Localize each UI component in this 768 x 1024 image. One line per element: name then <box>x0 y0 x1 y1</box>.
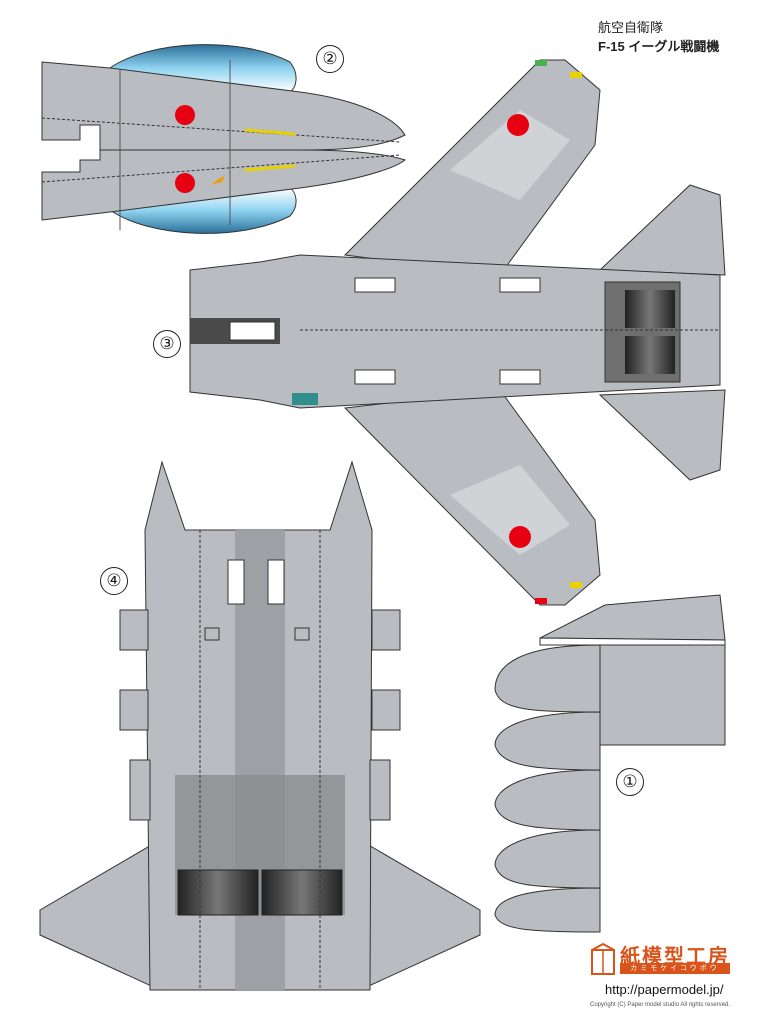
lobe-4 <box>494 829 601 889</box>
brand-logo: 紙模型工房 カミモケイコウボウ <box>590 940 730 976</box>
part-number-4: ④ <box>100 567 128 595</box>
lobe-5 <box>494 887 601 933</box>
hinomaru-lower <box>175 173 195 193</box>
right-nozzle <box>261 869 343 916</box>
part1-base <box>599 644 726 746</box>
part-number-3: ③ <box>153 330 181 358</box>
title-line-2: F-15 イーグル戦闘機 <box>598 39 720 54</box>
upper-tail <box>598 184 726 276</box>
brand-logo-sub: カミモケイコウボウ <box>620 963 730 974</box>
hinomaru-wing-lower <box>509 526 531 548</box>
logo-mark-icon <box>591 942 615 975</box>
hinomaru-upper <box>175 105 195 125</box>
hinomaru-wing-upper <box>507 114 529 136</box>
lobe-3 <box>494 769 601 831</box>
fuselage-body <box>189 254 721 409</box>
copyright-text: Copyright (C) Paper model studio All rig… <box>590 1002 731 1008</box>
lower-nose-panel <box>41 149 407 221</box>
part3-fuselage-wings <box>189 59 726 606</box>
part-number-1: ① <box>616 768 644 796</box>
lobe-1 <box>494 644 601 713</box>
lower-tail <box>598 389 726 481</box>
part4-lower-fuselage <box>39 460 481 991</box>
site-url-link[interactable]: http://papermodel.jp/ <box>605 982 724 997</box>
part1-roll-parts <box>494 594 726 933</box>
left-nozzle <box>177 869 259 916</box>
title-line-1: 航空自衛隊 <box>598 20 664 35</box>
left-stabilizer <box>39 839 161 991</box>
right-stabilizer <box>359 839 481 991</box>
part2-nose-section <box>41 44 407 234</box>
lobe-2 <box>494 711 601 771</box>
part-number-2: ② <box>316 45 344 73</box>
